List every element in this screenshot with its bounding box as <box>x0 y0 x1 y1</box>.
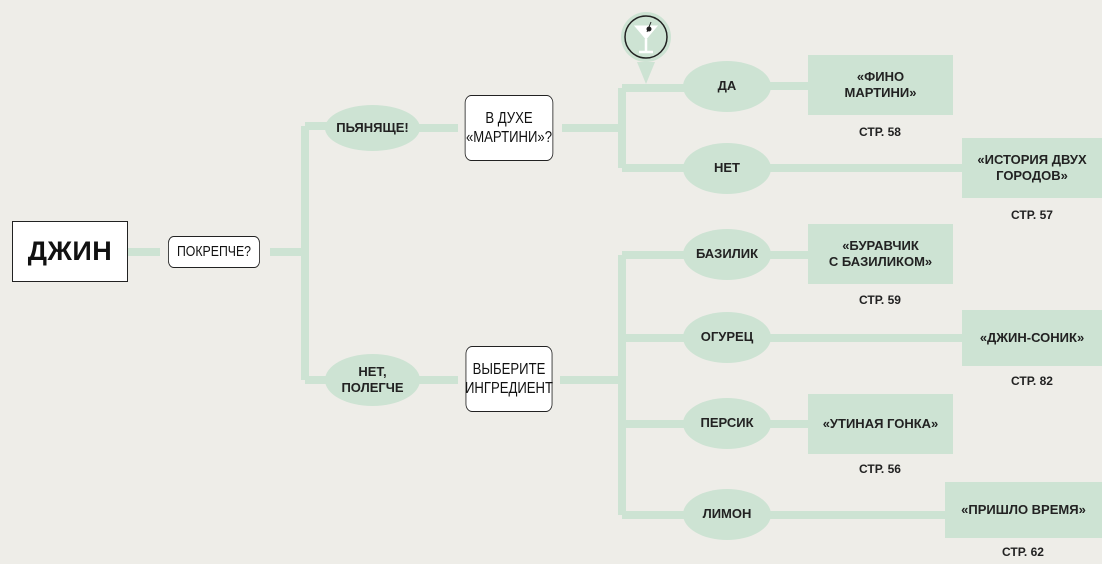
answer-no-label: НЕТ <box>714 160 740 176</box>
result-tale-of-two-cities: «ИСТОРИЯ ДВУХ ГОРОДОВ» <box>962 138 1102 198</box>
branch-strong-label: ПЬЯНЯЩЕ! <box>336 119 409 135</box>
martini-glass-icon <box>621 12 671 84</box>
answer-lemon: ЛИМОН <box>683 489 771 540</box>
result-basil-gimlet: «БУРАВЧИК С БАЗИЛИКОМ» <box>808 224 953 284</box>
question-martini-style: В ДУХЕ «МАРТИНИ»? <box>464 95 554 161</box>
question-stronger: ПОКРЕПЧЕ? <box>168 236 260 268</box>
page-ref-gin-sonic: СТР. 82 <box>1011 374 1053 388</box>
result-tale-of-two-cities-label: «ИСТОРИЯ ДВУХ ГОРОДОВ» <box>977 151 1087 183</box>
page-ref-duck-race: СТР. 56 <box>859 462 901 476</box>
root-label: ДЖИН <box>27 236 113 266</box>
answer-yes-label: ДА <box>717 78 737 94</box>
branch-strong-node: ПЬЯНЯЩЕ! <box>325 105 420 151</box>
question-martini-label: В ДУХЕ «МАРТИНИ»? <box>465 109 553 146</box>
result-gin-sonic-label: «ДЖИН-СОНИК» <box>979 329 1085 345</box>
answer-yes: ДА <box>683 61 771 112</box>
result-fino-martini-label: «ФИНО МАРТИНИ» <box>844 68 917 100</box>
result-time-has-come: «ПРИШЛО ВРЕМЯ» <box>945 482 1102 538</box>
root-node-gin: ДЖИН <box>12 221 128 282</box>
page-ref-tale-of-two-cities: СТР. 57 <box>1011 208 1053 222</box>
page-ref-fino-martini: СТР. 58 <box>859 125 901 139</box>
branch-light-label: НЕТ, ПОЛЕГЧЕ <box>341 363 404 395</box>
result-duck-race-label: «УТИНАЯ ГОНКА» <box>822 415 939 431</box>
answer-basil-label: БАЗИЛИК <box>695 246 759 262</box>
question-stronger-label: ПОКРЕПЧЕ? <box>176 243 252 260</box>
question-ingredient-label: ВЫБЕРИТЕ ИНГРЕДИЕНТ <box>464 360 554 397</box>
result-gin-sonic: «ДЖИН-СОНИК» <box>962 310 1102 366</box>
result-time-has-come-label: «ПРИШЛО ВРЕМЯ» <box>961 501 1086 517</box>
page-ref-time-has-come: СТР. 62 <box>1002 545 1044 559</box>
branch-light-node: НЕТ, ПОЛЕГЧЕ <box>325 354 420 406</box>
question-choose-ingredient: ВЫБЕРИТЕ ИНГРЕДИЕНТ <box>464 346 554 412</box>
answer-cucumber-label: ОГУРЕЦ <box>700 329 754 345</box>
answer-no: НЕТ <box>683 143 771 194</box>
result-basil-gimlet-label: «БУРАВЧИК С БАЗИЛИКОМ» <box>828 237 933 269</box>
answer-basil: БАЗИЛИК <box>683 229 771 280</box>
answer-peach-label: ПЕРСИК <box>700 415 754 431</box>
result-duck-race: «УТИНАЯ ГОНКА» <box>808 394 953 454</box>
answer-peach: ПЕРСИК <box>683 398 771 449</box>
answer-cucumber: ОГУРЕЦ <box>683 312 771 363</box>
page-ref-basil-gimlet: СТР. 59 <box>859 293 901 307</box>
result-fino-martini: «ФИНО МАРТИНИ» <box>808 55 953 115</box>
answer-lemon-label: ЛИМОН <box>702 506 752 522</box>
